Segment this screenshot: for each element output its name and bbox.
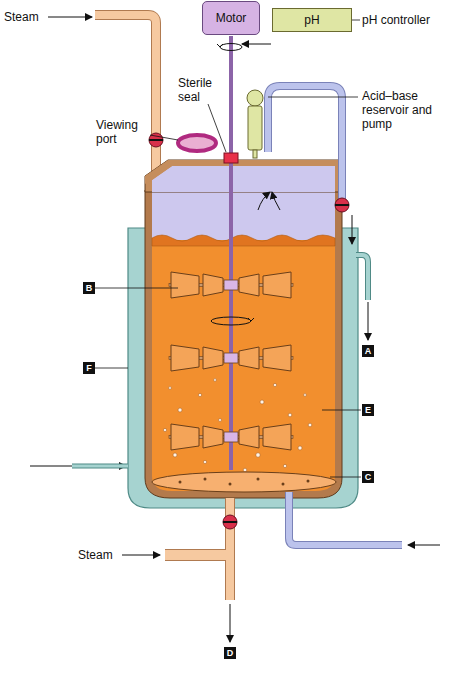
foam [152,235,335,246]
impeller [169,272,293,298]
drain-pipe [226,498,234,600]
part-label: Viewing port [96,118,150,146]
headspace [152,190,335,240]
sparger [152,472,336,492]
controller-box: pH [272,8,352,32]
callout-letter: E [362,404,374,416]
part-label: pH controller [362,13,452,27]
impeller [169,345,293,371]
impeller [169,424,293,450]
node-label: Motor [216,11,247,25]
callout-letter: C [362,471,374,483]
drain-pipe-outline [225,498,235,600]
valve [335,198,349,212]
viewing-port [178,135,216,151]
agitator-shaft [229,36,233,470]
reservoir [248,106,262,150]
flow-arrow [48,17,92,18]
callout-letter: A [362,345,374,357]
callout-letter: F [83,362,95,374]
steam-pipe-outline [95,15,156,192]
cooling-jacket [128,228,358,508]
valve [223,515,237,529]
air-pipe-outline [289,492,402,545]
rotation-arrow [211,317,251,325]
flow-label: Steam [4,10,48,24]
rotation-arrow [220,44,242,51]
callout-letter: D [224,647,236,659]
air-bubbles [163,379,311,477]
sterile-seal [224,153,238,163]
motor-box: Motor [202,1,260,35]
reservoir-bulb [247,90,263,106]
acid-base-tube [268,86,342,200]
part-label: Acid–base reservoir and pump [362,89,452,131]
vessel-lid [145,160,342,192]
callout-letter: B [83,282,95,294]
culture-broth [152,240,335,491]
part-label: Sterile seal [178,76,224,104]
steam-pipe [95,15,156,192]
steam-pipe [165,550,232,560]
air-pipe [289,492,402,545]
flow-label: Steam [78,548,122,562]
node-label: pH [304,13,319,27]
vessel-wall [145,190,342,498]
coolant-outlet [356,255,368,300]
acid-base-tube-outline [268,86,342,200]
